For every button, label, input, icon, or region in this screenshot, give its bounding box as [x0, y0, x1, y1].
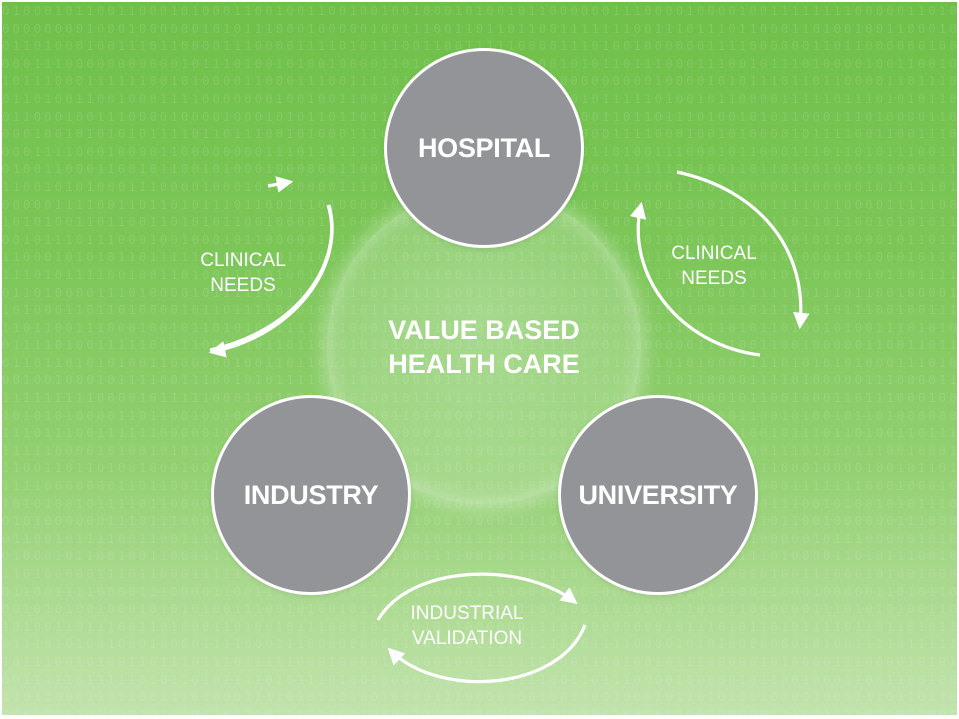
left-top-arrow-stub	[267, 176, 294, 193]
bottom-flow-arc-top	[376, 572, 578, 621]
right-flow-arc	[629, 201, 761, 357]
right-flow-arc-top	[676, 170, 810, 330]
left-flow-label: CLINICAL NEEDS	[200, 250, 286, 296]
industry-node: INDUSTRY	[214, 398, 408, 592]
hospital-node: HOSPITAL	[387, 51, 581, 245]
bottom-flow-label: INDUSTRIAL VALIDATION	[410, 603, 524, 649]
right-flow-label: CLINICAL NEEDS	[671, 243, 757, 289]
bottom-flow-arc-bottom	[387, 624, 587, 684]
center-label: VALUE BASED HEALTH CARE	[388, 315, 580, 379]
left-flow-arc	[208, 204, 334, 358]
industry-label: INDUSTRY	[243, 479, 379, 510]
university-label: UNIVERSITY	[578, 479, 738, 510]
university-node: UNIVERSITY	[561, 398, 755, 592]
hospital-label: HOSPITAL	[417, 132, 551, 163]
